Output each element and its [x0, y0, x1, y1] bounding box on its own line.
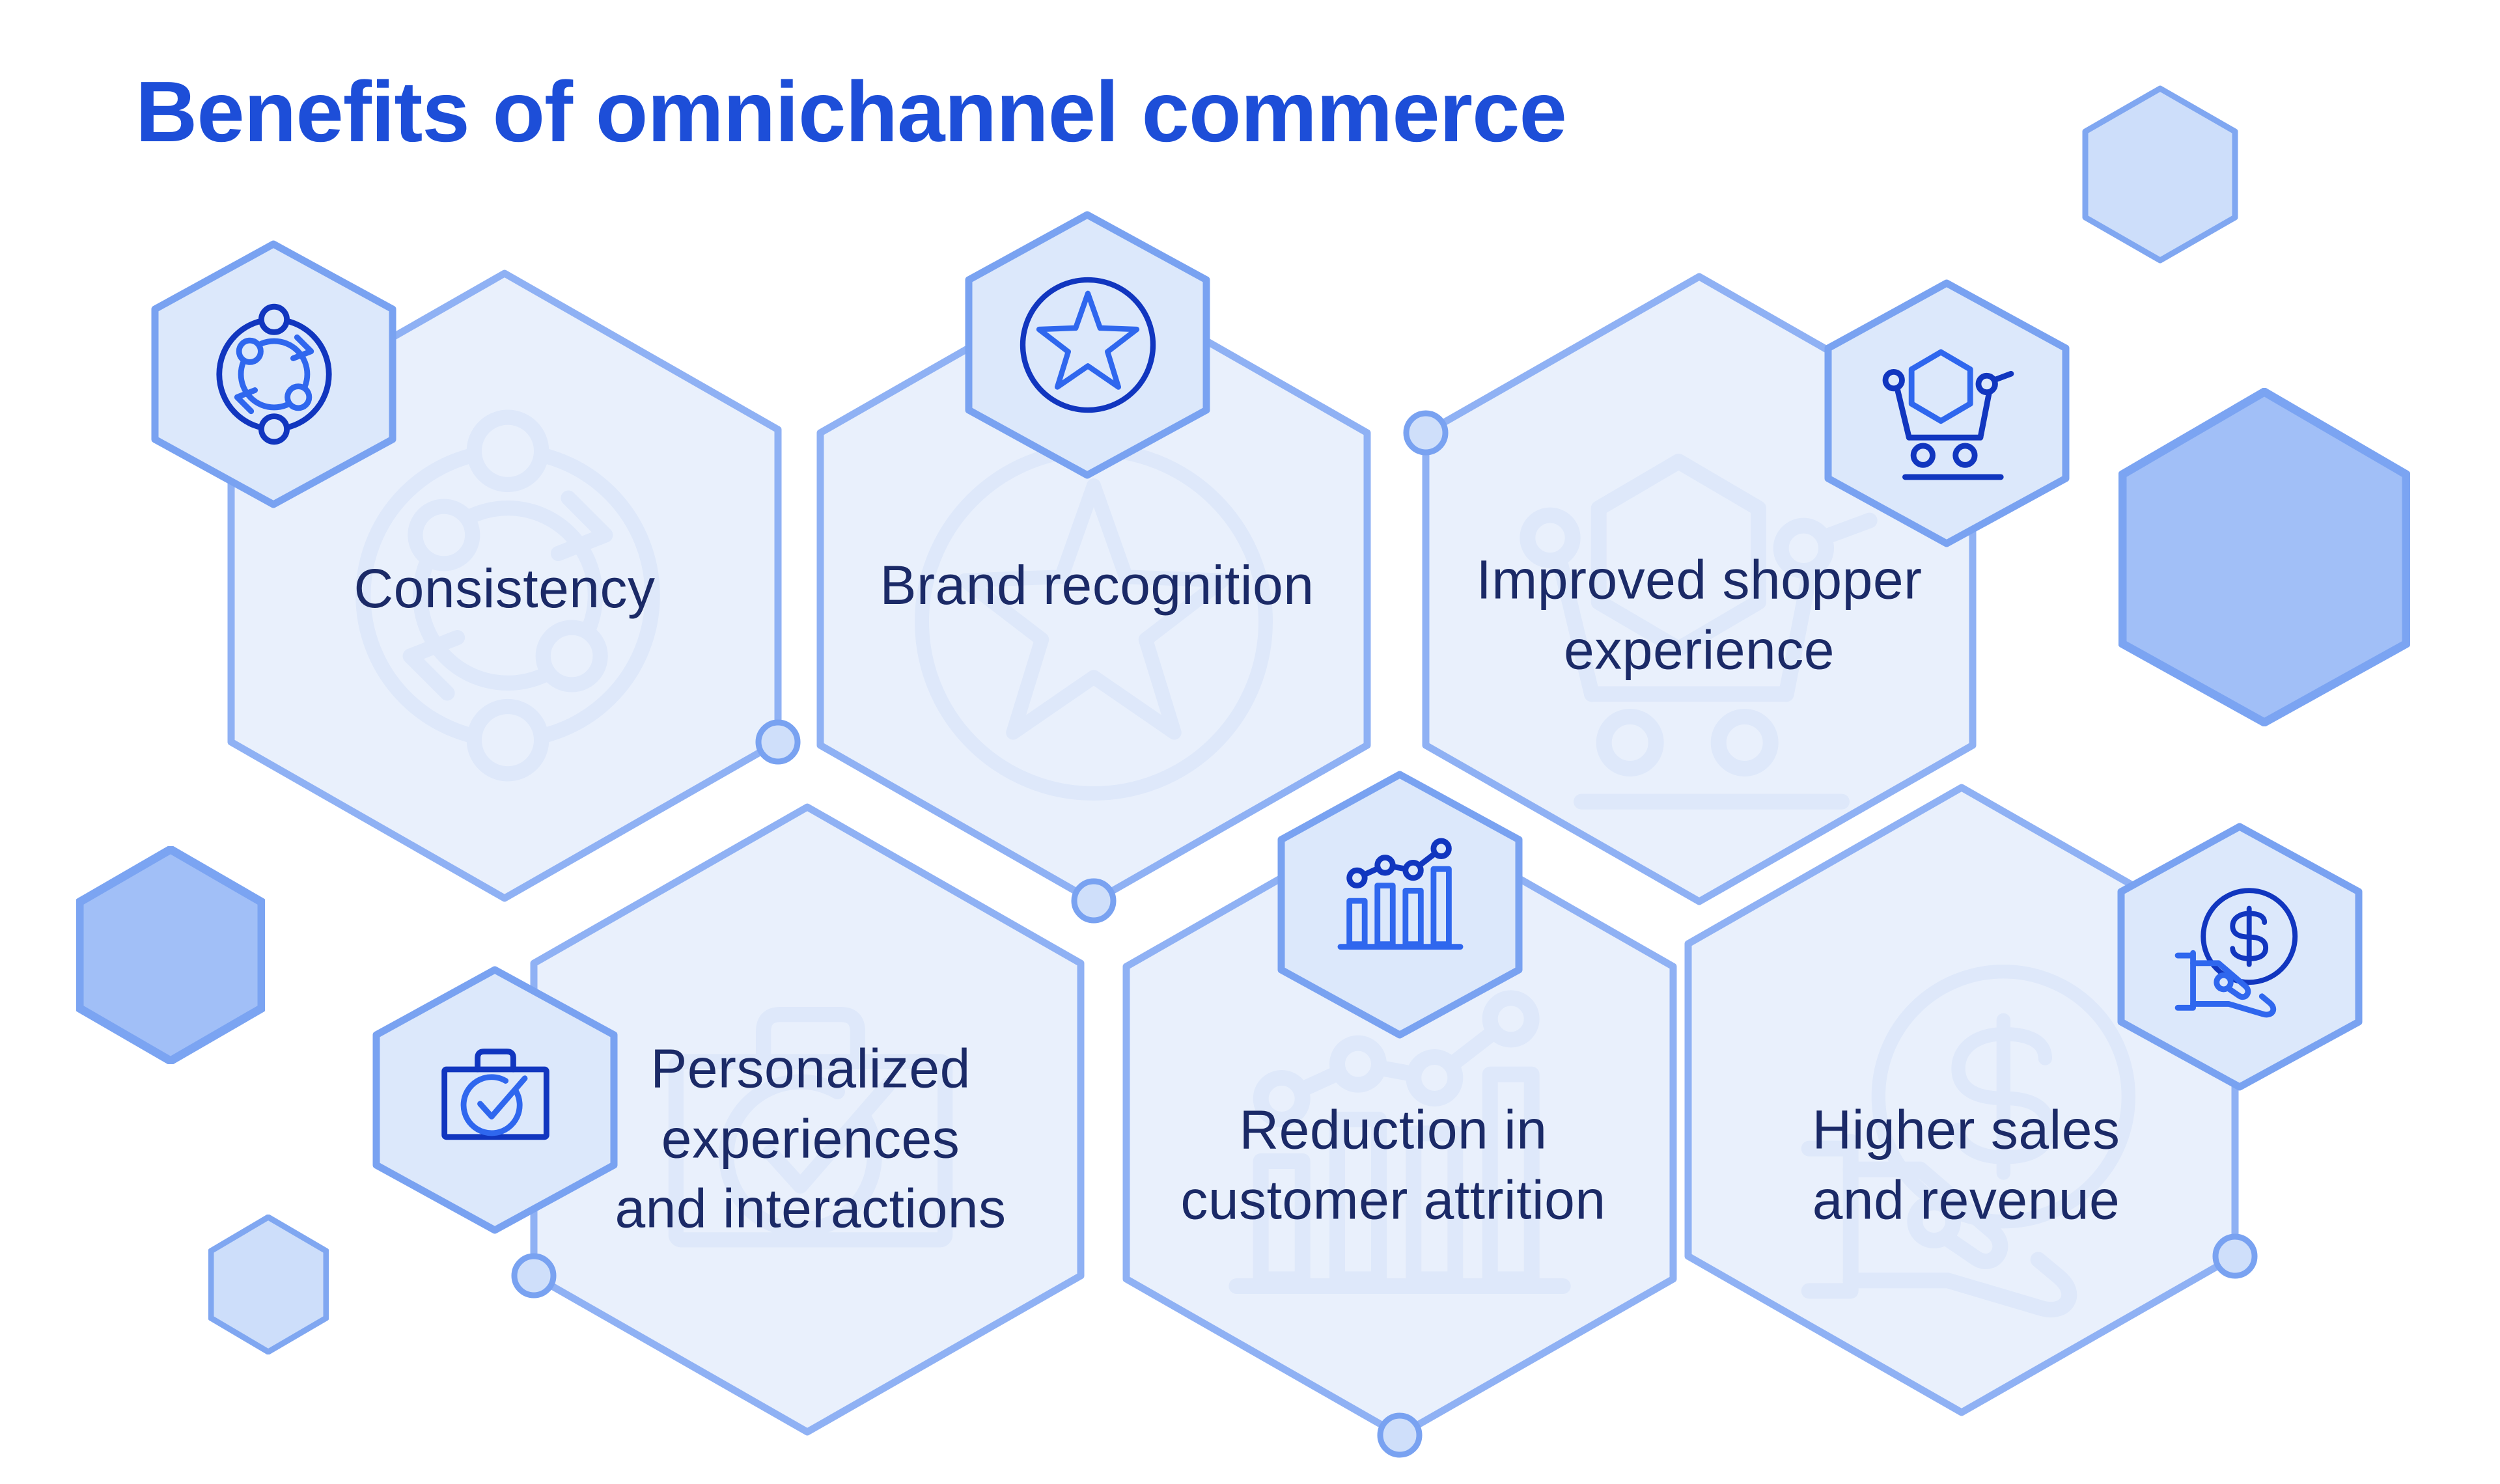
benefit-badge [1824, 279, 2070, 547]
deco-hexagon-bottom-left [208, 1215, 329, 1354]
benefit-label: Reduction in customer attrition [1180, 1099, 1606, 1230]
benefit-badge [1277, 771, 1523, 1039]
benefit-label: Personalized experiences and interaction… [615, 1037, 1007, 1239]
cycle-icon [197, 298, 350, 451]
benefit-label: Consistency [354, 558, 656, 620]
benefit-card-personalized-experiences [530, 803, 1085, 1436]
benefit-badge [2117, 823, 2363, 1091]
dollar-hand-icon [2163, 881, 2316, 1034]
vertex-dot [511, 1253, 557, 1298]
star-icon [1007, 264, 1169, 426]
bar-chart-icon [1324, 829, 1477, 982]
benefit-badge [965, 211, 1210, 479]
vertex-dot [1377, 1412, 1423, 1458]
vertex-dot [1071, 878, 1117, 924]
deco-hexagon-left-solid [76, 846, 265, 1064]
briefcase-check-icon [419, 1024, 572, 1177]
vertex-dot [2212, 1233, 2258, 1279]
page-title: Benefits of omnichannel commerce [135, 64, 1567, 159]
benefit-badge [372, 966, 618, 1234]
benefit-label: Higher sales and revenue [1812, 1099, 2120, 1230]
deco-hexagon-top-right [2082, 85, 2238, 264]
vertex-dot [1403, 410, 1449, 456]
benefit-label: Brand recognition [880, 555, 1314, 616]
benefit-label: Improved shopper experience [1476, 549, 1923, 680]
deco-hexagon-right-solid [2118, 388, 2410, 726]
benefit-badge [151, 240, 396, 508]
hexagon-outline [530, 803, 1085, 1436]
shopping-cart-icon [1870, 337, 2023, 490]
vertex-dot [755, 719, 801, 765]
